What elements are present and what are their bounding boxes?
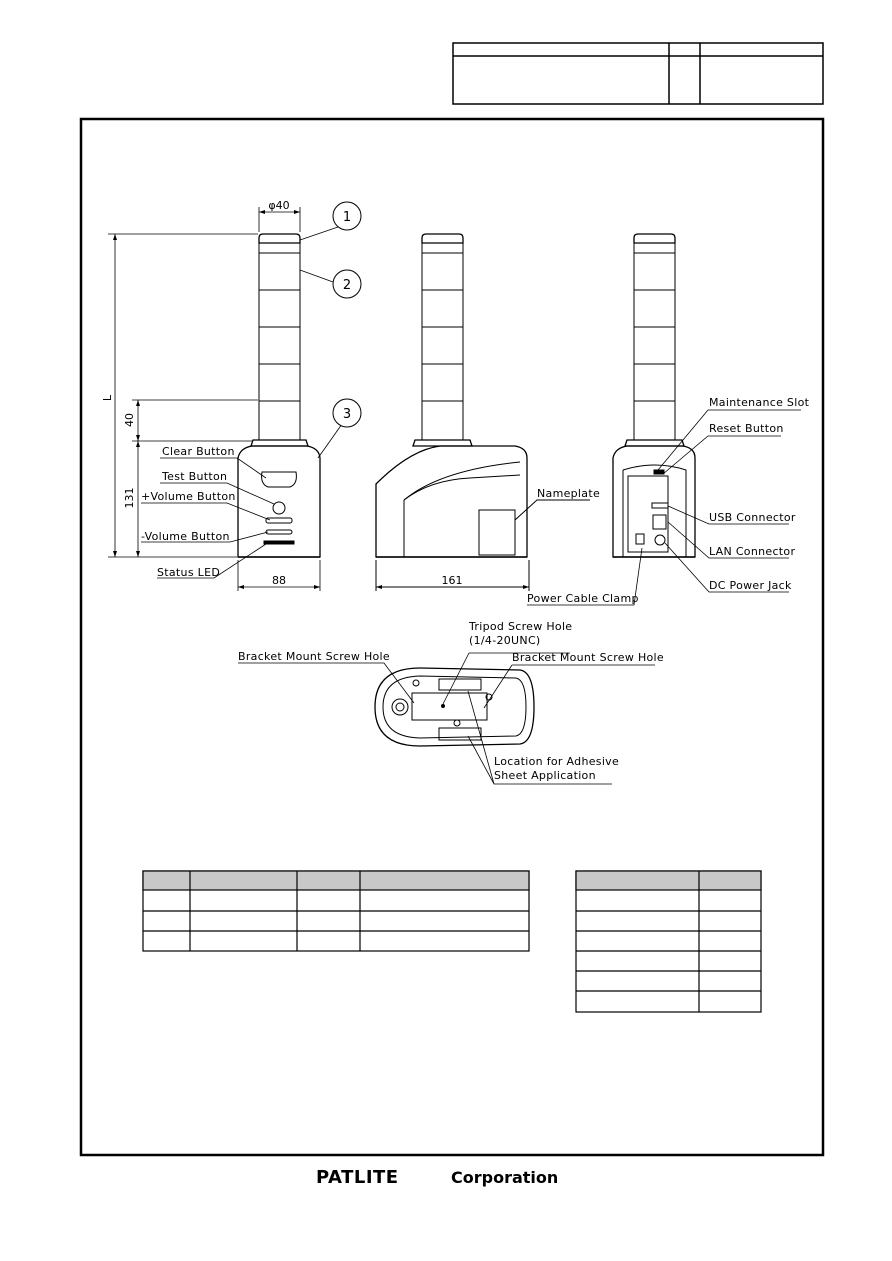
dim-base-height: 131 (123, 488, 136, 509)
part-number-2: 2 (343, 278, 351, 293)
label-test-button: Test Button (161, 470, 227, 483)
parts-table (142, 870, 530, 952)
brand-suffix: Corporation (451, 1168, 558, 1187)
side-view (375, 233, 590, 591)
brand-logo: PATLITE (316, 1167, 399, 1188)
label-power-cable-clamp: Power Cable Clamp (527, 592, 639, 605)
label-lan-connector: LAN Connector (709, 545, 795, 558)
rear-leaders (527, 409, 801, 606)
spec-table (575, 870, 762, 1013)
label-nameplate: Nameplate (537, 487, 600, 500)
part-number-3: 3 (343, 407, 351, 422)
dim-overall-height: L (101, 394, 114, 401)
label-adhesive-line1: Location for Adhesive (494, 755, 619, 768)
label-volume-up-button: +Volume Button (141, 490, 236, 503)
dim-base-top: 40 (123, 413, 136, 427)
front-view (237, 233, 321, 558)
dim-diameter: φ40 (268, 199, 289, 212)
label-bracket-mount-right: Bracket Mount Screw Hole (512, 651, 664, 664)
label-tripod-screw-hole: Tripod Screw Hole (468, 620, 572, 633)
title-block (452, 42, 824, 105)
part-number-1: 1 (343, 210, 351, 225)
part-number-1-circle (332, 201, 362, 231)
label-reset-button: Reset Button (709, 422, 784, 435)
label-clear-button: Clear Button (162, 445, 235, 458)
drawing-frame (79, 117, 825, 1157)
dim-side-depth: 161 (442, 574, 463, 587)
front-dimensions (108, 207, 321, 591)
rear-view (612, 233, 696, 558)
label-usb-connector: USB Connector (709, 511, 796, 524)
label-tripod-thread: (1/4-20UNC) (469, 634, 541, 647)
part-number-3-circle (332, 398, 362, 428)
part-number-2-circle (332, 269, 362, 299)
label-volume-down-button: -Volume Button (141, 530, 230, 543)
front-leaders (141, 226, 343, 579)
bottom-leaders (238, 652, 655, 785)
dim-front-width: 88 (272, 574, 286, 587)
label-maintenance-slot: Maintenance Slot (709, 396, 810, 409)
part-callouts (332, 201, 362, 428)
bottom-view (374, 667, 535, 747)
label-adhesive-line2: Sheet Application (494, 769, 596, 782)
label-bracket-mount-left: Bracket Mount Screw Hole (238, 650, 390, 663)
label-status-led: Status LED (157, 566, 220, 579)
label-dc-power-jack: DC Power Jack (709, 579, 792, 592)
